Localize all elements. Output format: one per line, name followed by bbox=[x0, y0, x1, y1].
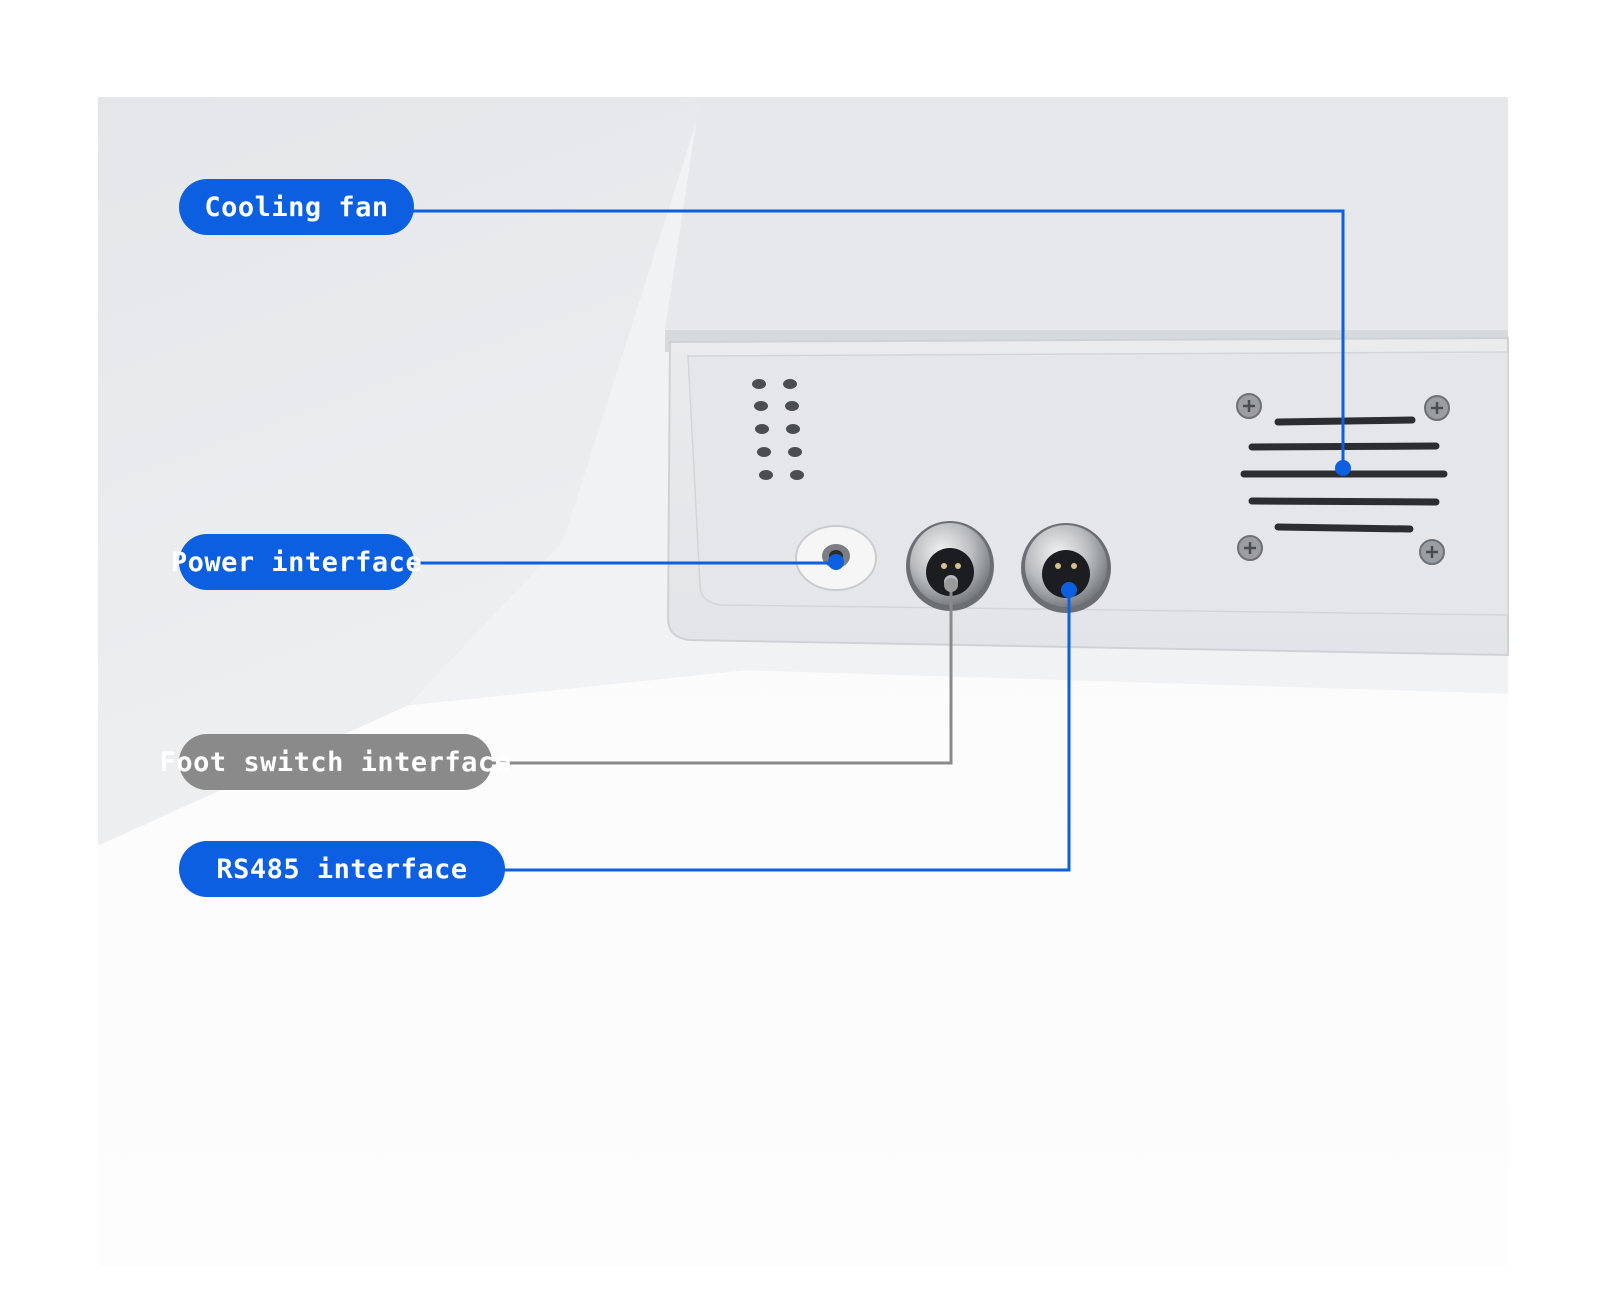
cooling-fan-label: Cooling fan bbox=[179, 179, 414, 235]
rs485-interface-label: RS485 interface bbox=[179, 841, 505, 897]
aviation-connector-icon bbox=[906, 521, 994, 611]
foot-switch-interface-label: Foot switch interface bbox=[160, 734, 511, 790]
dc-jack-icon bbox=[795, 525, 877, 591]
aviation-connector-icon bbox=[1021, 523, 1111, 613]
power-interface-label: Power interface bbox=[171, 534, 422, 590]
device-top-surface bbox=[665, 97, 1508, 330]
